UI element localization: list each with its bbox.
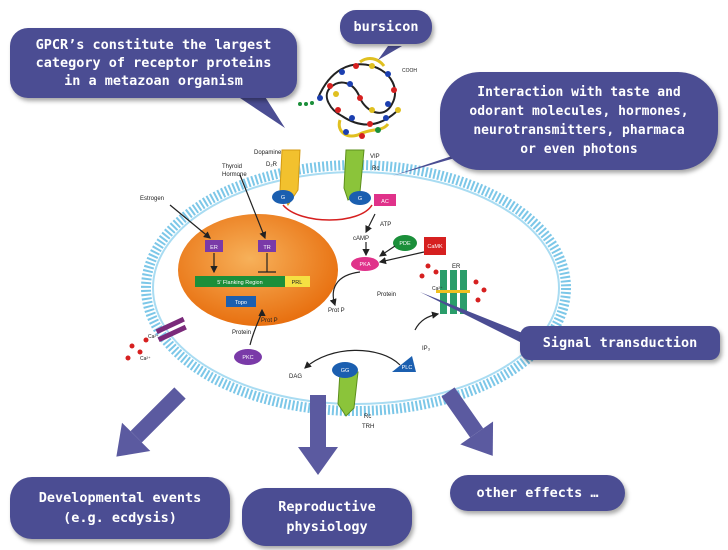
er-channel <box>436 270 470 314</box>
signal-transduction-callout: Signal transduction <box>520 326 720 360</box>
label-rc2: Rc <box>364 414 371 420</box>
label-pde: PDE <box>399 241 411 247</box>
label-ca1: Ca²⁺ <box>432 286 443 292</box>
developmental-line-1: Developmental events <box>38 490 202 506</box>
other-effects-label: other effects … <box>476 485 599 501</box>
label-trh: TRH <box>362 424 374 430</box>
vip-receptor <box>343 149 371 205</box>
bursicon-callout: bursicon <box>340 10 432 44</box>
membrane-channel <box>155 316 187 343</box>
reproductive-callout: Reproductive physiology <box>242 488 412 546</box>
label-atp: ATP <box>380 222 391 228</box>
label-thyroid: Thyroid <box>222 164 242 170</box>
reproductive-line-2: physiology <box>286 519 368 535</box>
interaction-line-2: odorant molecules, hormones, <box>469 104 689 119</box>
calcium-ions <box>125 263 487 361</box>
arrow-other <box>441 387 494 456</box>
label-gg: GG <box>341 368 350 374</box>
label-estrogen: Estrogen <box>140 196 164 202</box>
label-d2r: D₂R <box>266 162 278 168</box>
dopamine-receptor <box>272 149 301 206</box>
label-rc: Rc <box>372 166 379 172</box>
label-tr: TR <box>263 245 270 251</box>
bursicon-label: bursicon <box>353 19 419 35</box>
gpcr-line-2: category of receptor proteins <box>35 55 272 71</box>
pkc-oval <box>234 349 262 365</box>
label-camp: cAMP <box>353 236 369 242</box>
camk-box <box>424 237 446 255</box>
label-ca2: Ca²⁺ <box>148 334 159 340</box>
flanking-region-bar <box>195 276 310 287</box>
label-er-membrane: ER <box>452 264 461 270</box>
label-prot-p1: Prot P <box>328 308 345 314</box>
label-dag: DAG <box>289 374 302 380</box>
tr-box <box>258 240 276 252</box>
label-pka: PKA <box>359 262 370 268</box>
signal-callout-tail <box>420 292 540 352</box>
bursicon-callout-tail <box>378 46 402 60</box>
label-hormone: Hormone <box>222 172 247 178</box>
developmental-callout: Developmental events (e.g. ecdysis) <box>10 477 230 539</box>
label-vip: VIP <box>370 154 380 160</box>
interaction-line-3: neurotransmitters, pharmaca <box>473 123 685 138</box>
label-pkc: PKC <box>242 355 253 361</box>
gpcr-callout-tail <box>240 92 285 128</box>
gpcr-line-1: GPCR’s constitute the largest <box>35 37 272 53</box>
label-ip3: IP₃ <box>422 346 431 352</box>
interaction-line-1: Interaction with taste and <box>477 85 681 100</box>
pathway-arrows <box>169 174 440 369</box>
pka-oval <box>351 257 379 271</box>
gg-oval <box>332 362 358 378</box>
label-prot-p2: Prot P <box>261 318 278 324</box>
label-cooh: COOH <box>402 68 417 74</box>
gpcr-line-3: in a metazoan organism <box>64 73 243 89</box>
label-g1: G <box>281 195 285 201</box>
reproductive-line-1: Reproductive <box>278 499 376 515</box>
label-er-nucleus: ER <box>210 245 218 251</box>
other-effects-callout: other effects … <box>450 475 625 511</box>
interaction-line-4: or even photons <box>520 142 638 157</box>
label-camk: CaMK <box>427 244 443 250</box>
label-ca3: Ca²⁺ <box>140 356 151 362</box>
label-plc: PLC <box>402 365 413 371</box>
label-prl: PRL <box>292 280 303 286</box>
developmental-line-2: (e.g. ecdysis) <box>63 510 177 526</box>
label-g2: G <box>358 196 362 202</box>
label-protein2: Protein <box>232 330 251 336</box>
effect-arrows <box>116 387 494 475</box>
plc-shape <box>392 356 416 372</box>
gpcr-callout: GPCR’s constitute the largest category o… <box>10 28 297 98</box>
topo-box <box>226 296 256 307</box>
interaction-callout: Interaction with taste and odorant molec… <box>440 72 718 170</box>
arrow-developmental <box>116 387 186 457</box>
bursicon-molecule <box>298 57 401 139</box>
signal-label: Signal transduction <box>542 335 698 351</box>
pde-oval <box>393 235 417 251</box>
label-ac: AC <box>381 199 389 205</box>
label-flanking: 5' Flanking Region <box>217 280 262 286</box>
prl-box <box>285 276 310 287</box>
label-topo: Topo <box>235 300 247 306</box>
label-dopamine: Dopamine <box>254 150 282 156</box>
ac-box <box>374 194 396 206</box>
arrow-reproductive <box>298 395 338 475</box>
er-nucleus-box <box>205 240 223 252</box>
label-protein1: Protein <box>377 292 396 298</box>
